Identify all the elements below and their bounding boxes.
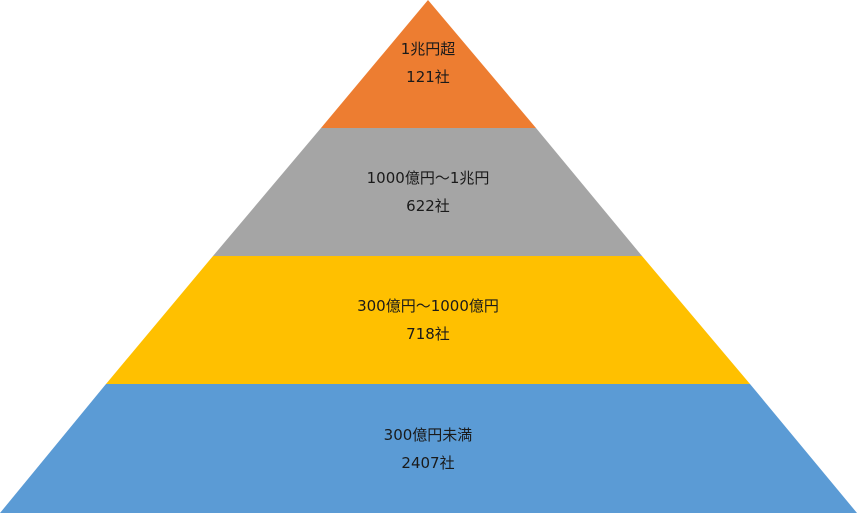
tier-lower-middle-count: 718社 <box>406 325 450 343</box>
tier-base-label: 300億円未満 <box>384 426 473 444</box>
tier-lower-middle-label: 300億円～1000億円 <box>357 297 499 315</box>
tier-upper-middle-shape <box>213 128 642 256</box>
tier-upper-middle-count: 622社 <box>406 197 450 215</box>
tier-base-shape <box>0 384 857 513</box>
tier-top-count: 121社 <box>406 68 450 86</box>
tier-upper-middle-label: 1000億円～1兆円 <box>367 169 490 187</box>
pyramid-labels: 1兆円超 121社 1000億円～1兆円 622社 300億円～1000億円 7… <box>357 40 499 472</box>
tier-top-shape <box>321 0 536 128</box>
tier-top-label: 1兆円超 <box>401 40 456 58</box>
tier-base-count: 2407社 <box>401 454 454 472</box>
tier-lower-middle-shape <box>106 256 750 384</box>
